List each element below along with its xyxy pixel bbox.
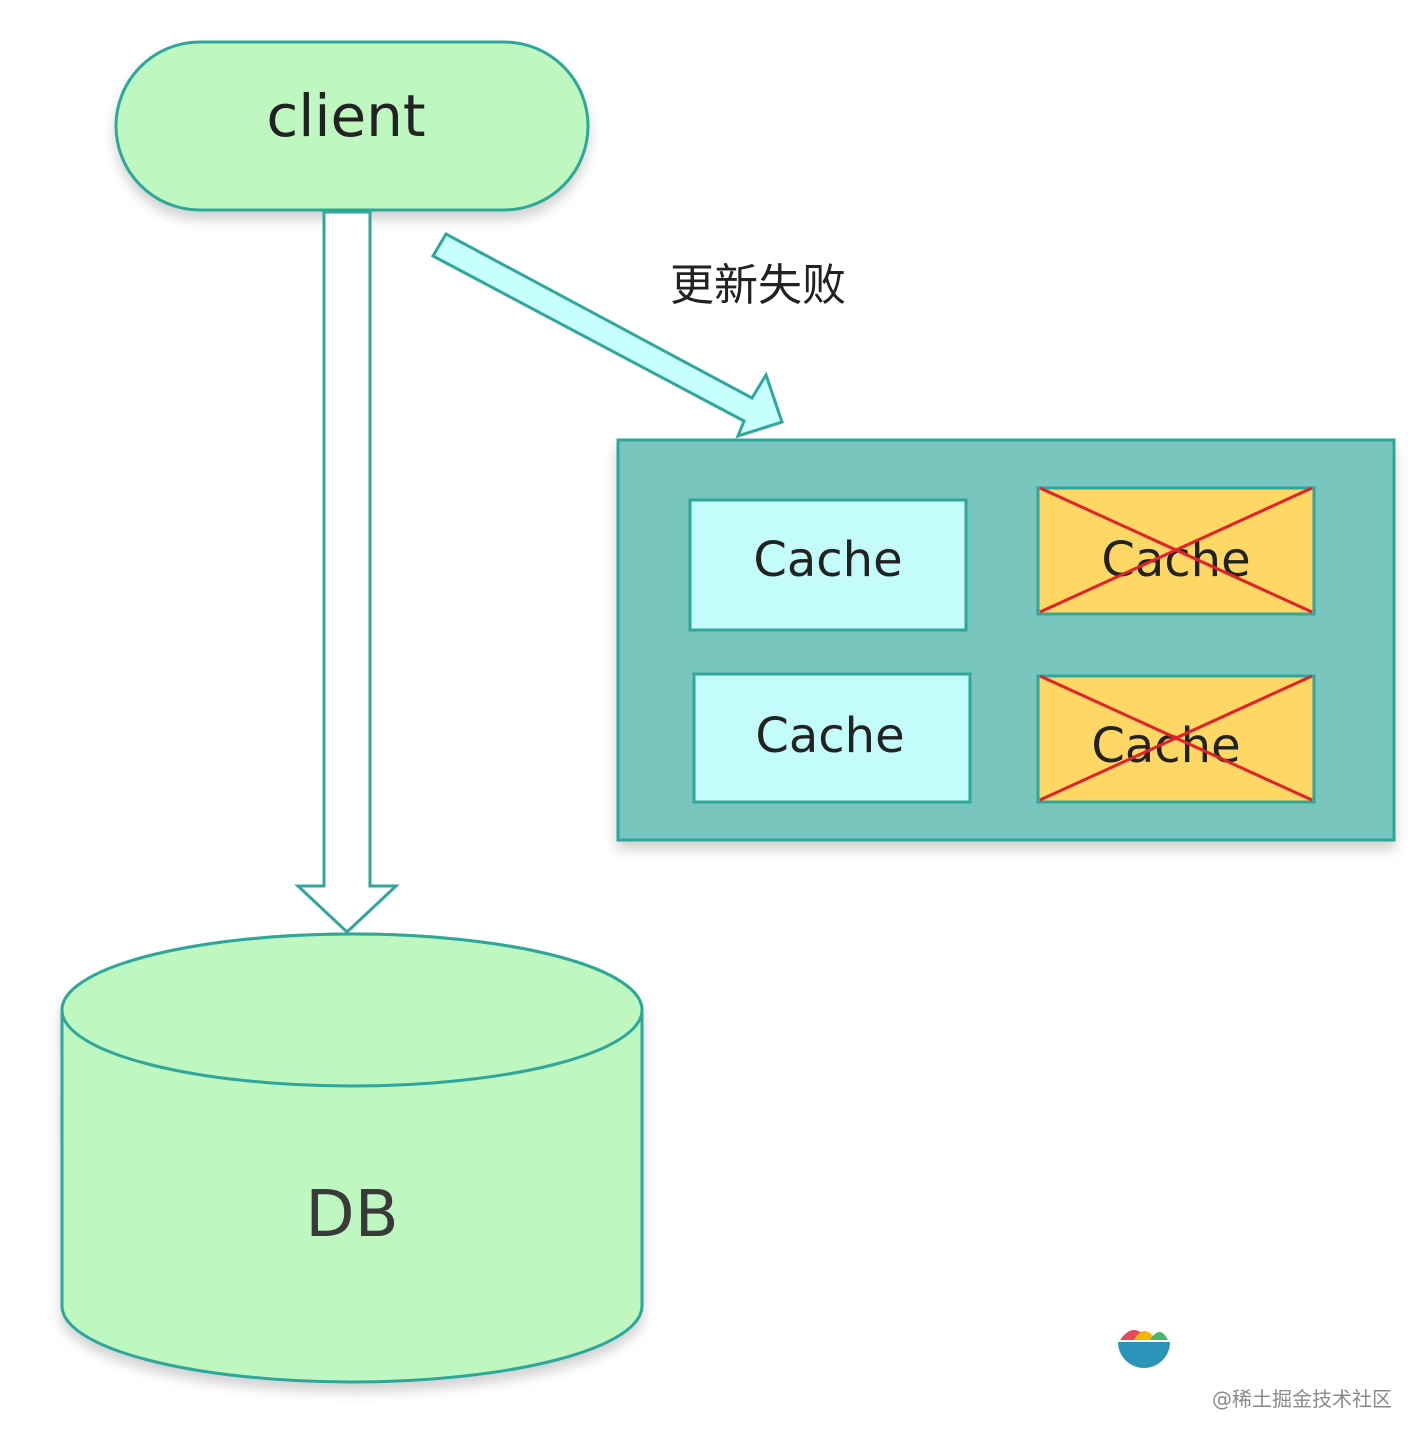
database-top — [60, 932, 644, 1088]
cache-box — [688, 498, 968, 632]
logo-bowl — [1118, 1342, 1170, 1368]
cross-mark-line-2 — [1039, 674, 1313, 802]
db-arrow-shape — [294, 210, 400, 935]
cache-label: Cache — [755, 708, 904, 764]
client-label: client — [266, 82, 425, 150]
cache-item-top-right-failed: Cache — [1036, 486, 1316, 616]
client-to-db-arrow — [294, 210, 400, 935]
client-shape — [114, 40, 590, 212]
watermark-logo — [1118, 1330, 1170, 1368]
update-arrow — [430, 231, 784, 439]
client-node: client — [114, 40, 590, 212]
update-arrow-shape — [430, 231, 784, 439]
watermark-text: @稀土掘金技术社区 — [1212, 1387, 1392, 1411]
db-label: DB — [305, 1178, 398, 1252]
update-failed-label: 更新失败 — [670, 260, 846, 311]
watermark: @稀土掘金技术社区 — [1212, 1383, 1392, 1412]
cache-item-bottom-right-failed: Cache — [1036, 674, 1316, 804]
cache-label: Cache — [753, 532, 902, 588]
logo-orange-shape — [1134, 1331, 1156, 1340]
logo-green-shape — [1150, 1332, 1168, 1340]
cross-mark-line-2 — [1039, 486, 1313, 614]
cache-box — [692, 672, 972, 804]
cache-item-bottom-left: Cache — [692, 672, 972, 804]
database-node — [60, 932, 644, 1384]
cache-item-top-left: Cache — [688, 498, 968, 632]
cache-label-failed: Cache — [1101, 532, 1250, 588]
